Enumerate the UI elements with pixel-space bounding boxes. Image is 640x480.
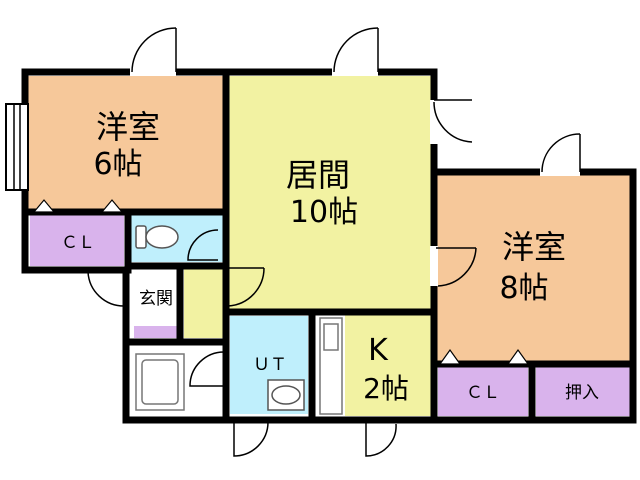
genkan-step	[134, 326, 178, 338]
closet-left-fill	[30, 214, 124, 266]
living-room-fill	[226, 76, 431, 310]
entrance-label: 玄関	[139, 289, 173, 309]
western-room-8-fill	[436, 173, 633, 365]
western-room-8-size: 8帖	[499, 271, 548, 306]
washbasin	[267, 379, 305, 411]
closet-markers	[32, 199, 530, 365]
window-left	[5, 103, 29, 191]
oshiire-fill	[536, 366, 630, 416]
western-room-6-size: 6帖	[93, 147, 142, 182]
doors	[87, 27, 581, 457]
oshiire-label: 押入	[565, 383, 599, 403]
western-room-6-fill	[28, 76, 224, 214]
kitchen-name: K	[368, 333, 389, 368]
hall-fill	[184, 268, 224, 338]
kitchen-counter	[319, 317, 343, 415]
kitchen-fill	[345, 314, 432, 416]
closet-right-label: ＣＬ	[466, 383, 500, 403]
kitchen-size: 2帖	[363, 372, 409, 405]
living-room-name: 居間	[286, 156, 350, 194]
closet-left-label: ＣＬ	[61, 233, 95, 253]
western-room-8-name: 洋室	[502, 228, 566, 266]
toilet-fixture	[135, 225, 179, 249]
living-room-size: 10帖	[290, 195, 358, 230]
bathtub	[135, 353, 185, 411]
utility-label: ＵＴ	[253, 355, 287, 375]
closet-right-fill	[438, 366, 528, 416]
western-room-6-name: 洋室	[96, 108, 160, 146]
